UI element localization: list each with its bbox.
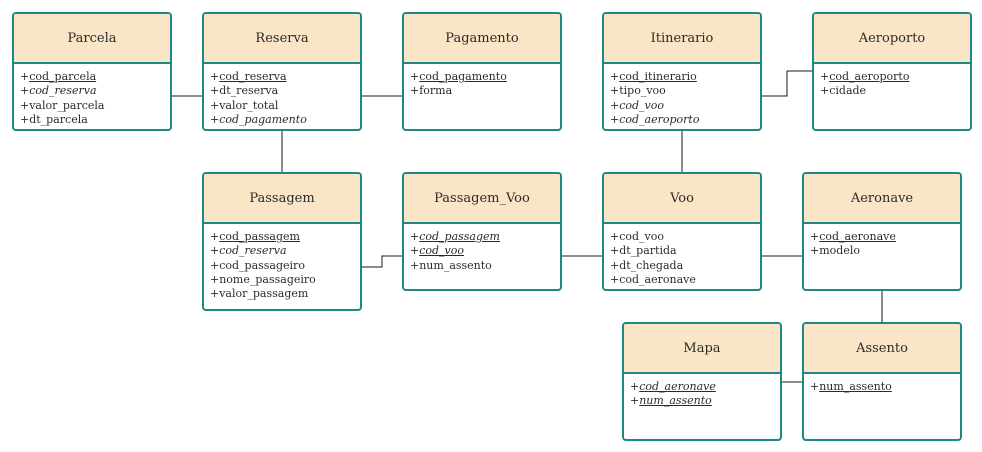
attribute: +cod_parcela [20, 70, 97, 83]
attribute: +cod_itinerario [610, 70, 697, 83]
entity-title: Aeroporto [814, 14, 970, 64]
attribute: +cod_voo [410, 244, 465, 258]
attribute: +cod_pagamento [210, 112, 307, 126]
entity-assento[interactable]: Assento +num_assento [802, 322, 962, 441]
attribute: +cod_reserva [20, 84, 97, 98]
attribute: +modelo [810, 244, 860, 258]
entity-pagamento[interactable]: Pagamento +cod_pagamento +forma [402, 12, 562, 131]
entity-aeronave[interactable]: Aeronave +cod_aeronave +modelo [802, 172, 962, 291]
attribute: +cod_voo [610, 230, 665, 243]
attribute: +cod_reserva [210, 244, 287, 258]
attribute-list: +cod_parcela +cod_reserva +valor_parcela… [14, 64, 170, 127]
entity-voo[interactable]: Voo +cod_voo +dt_partida +dt_chegada +co… [602, 172, 762, 291]
attribute: +cod_aeronave [810, 230, 896, 243]
attribute-list: +cod_aeronave +modelo [804, 224, 960, 259]
entity-title: Assento [804, 324, 960, 374]
entity-title: Pagamento [404, 14, 560, 64]
attribute: +valor_total [210, 98, 279, 112]
entity-title: Passagem_Voo [404, 174, 560, 224]
attribute: +cod_aeronave [630, 380, 716, 393]
attribute: +cod_aeronave [610, 272, 696, 286]
entity-passagem-voo[interactable]: Passagem_Voo +cod_passagem +cod_voo +num… [402, 172, 562, 291]
attribute-list: +cod_voo +dt_partida +dt_chegada +cod_ae… [604, 224, 760, 287]
attribute: +dt_partida [610, 244, 677, 258]
attribute: +cod_aeroporto [820, 70, 910, 83]
attribute: +cod_pagamento [410, 70, 507, 83]
attribute: +cod_reserva [210, 70, 287, 83]
attribute: +valor_passagem [210, 287, 309, 301]
entity-parcela[interactable]: Parcela +cod_parcela +cod_reserva +valor… [12, 12, 172, 131]
attribute: +cod_passagem [410, 230, 500, 243]
attribute-list: +cod_passagem +cod_voo +num_assento [404, 224, 560, 273]
relationship-itinerario-aeroporto [762, 70, 812, 97]
attribute: +dt_reserva [210, 84, 279, 98]
attribute-list: +cod_itinerario +tipo_voo +cod_voo +cod_… [604, 64, 760, 127]
attribute-list: +cod_passagem +cod_reserva +cod_passagei… [204, 224, 360, 301]
attribute-list: +cod_aeroporto +cidade [814, 64, 970, 99]
attribute: +dt_chegada [610, 258, 684, 272]
attribute: +valor_parcela [20, 98, 105, 112]
attribute-list: +cod_aeronave +num_assento [624, 374, 780, 409]
attribute: +num_assento [810, 380, 892, 393]
entity-title: Voo [604, 174, 760, 224]
attribute: +cod_aeroporto [610, 112, 700, 126]
attribute: +cod_passageiro [210, 258, 305, 272]
entity-title: Parcela [14, 14, 170, 64]
entity-title: Aeronave [804, 174, 960, 224]
attribute: +tipo_voo [610, 84, 666, 98]
entity-passagem[interactable]: Passagem +cod_passagem +cod_reserva +cod… [202, 172, 362, 311]
attribute: +num_assento [410, 258, 492, 272]
attribute: +cod_voo [610, 98, 665, 112]
entity-title: Mapa [624, 324, 780, 374]
attribute-list: +cod_reserva +dt_reserva +valor_total +c… [204, 64, 360, 127]
attribute-list: +cod_pagamento +forma [404, 64, 560, 99]
attribute: +dt_parcela [20, 112, 88, 126]
attribute: +num_assento [630, 394, 712, 408]
attribute: +cod_passagem [210, 230, 300, 243]
attribute: +nome_passageiro [210, 272, 316, 286]
entity-title: Reserva [204, 14, 360, 64]
entity-title: Passagem [204, 174, 360, 224]
entity-aeroporto[interactable]: Aeroporto +cod_aeroporto +cidade [812, 12, 972, 131]
relationship-passagem-passagem-voo [362, 255, 402, 268]
entity-mapa[interactable]: Mapa +cod_aeronave +num_assento [622, 322, 782, 441]
attribute: +forma [410, 84, 453, 98]
entity-title: Itinerario [604, 14, 760, 64]
attribute-list: +num_assento [804, 374, 960, 394]
entity-reserva[interactable]: Reserva +cod_reserva +dt_reserva +valor_… [202, 12, 362, 131]
attribute: +cidade [820, 84, 867, 98]
entity-itinerario[interactable]: Itinerario +cod_itinerario +tipo_voo +co… [602, 12, 762, 131]
